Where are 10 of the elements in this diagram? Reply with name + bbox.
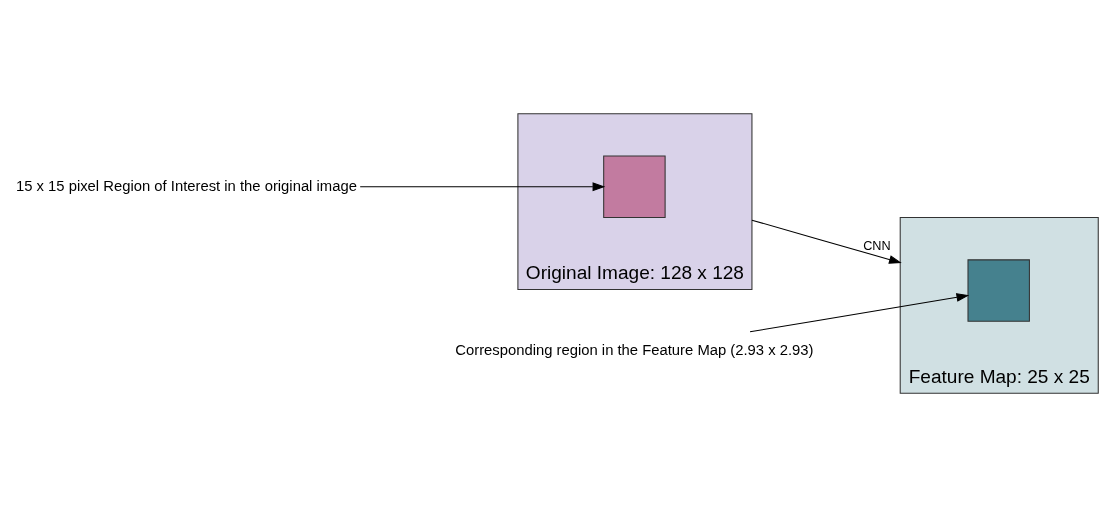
arrow bbox=[749, 293, 970, 333]
node-text: 15 x 15 pixel Region of Interest in the original image bbox=[15, 177, 357, 194]
arrow bbox=[751, 219, 902, 264]
arrow bbox=[359, 182, 606, 192]
node-box bbox=[603, 155, 666, 218]
node-box bbox=[967, 259, 1030, 322]
cluster: Original Image: 128 x 128 bbox=[517, 113, 753, 291]
node-text: Corresponding region in the Feature Map (2.93 x 2.93) bbox=[455, 341, 814, 358]
cluster: Feature Map: 25 x 25 bbox=[899, 216, 1099, 394]
edge-label: CNN bbox=[863, 238, 891, 253]
